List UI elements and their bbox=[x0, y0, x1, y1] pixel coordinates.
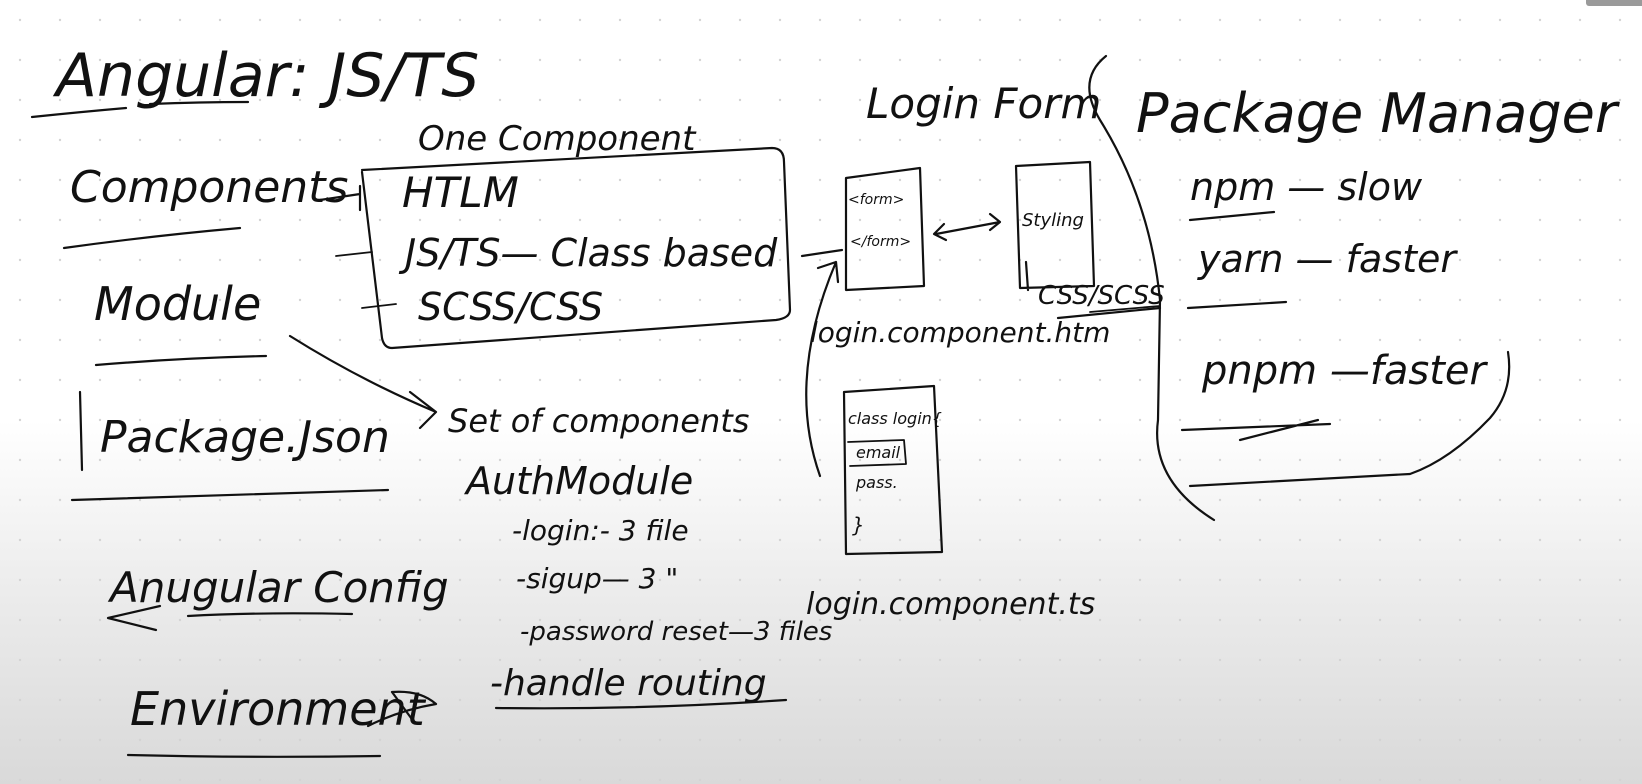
ts-file-close: } bbox=[852, 513, 865, 537]
package-manager-bracket bbox=[1088, 54, 1216, 522]
html-file-caption: login.component.htm bbox=[810, 316, 1110, 349]
module-underline bbox=[94, 354, 268, 367]
module-label: Module bbox=[94, 277, 261, 331]
module-item-password-reset: -password reset—3 files bbox=[520, 617, 832, 647]
camera-thumbnail bbox=[1586, 0, 1642, 6]
module-item-routing: -handle routing bbox=[490, 663, 767, 704]
module-item-login: -login:- 3 file bbox=[512, 514, 689, 547]
environment-mark bbox=[366, 690, 438, 728]
html-file-close-tag: </form> bbox=[850, 234, 911, 250]
html-styling-link-arrow bbox=[932, 212, 1002, 242]
component-item-js: JS/TS— Class based bbox=[398, 231, 778, 275]
email-box bbox=[847, 439, 907, 467]
tick-2 bbox=[361, 303, 397, 309]
component-item-html: HTLM bbox=[402, 168, 519, 217]
html-file-open-tag: <form> bbox=[848, 192, 904, 208]
one-component-heading: One Component bbox=[418, 119, 697, 159]
package-manager-left-link bbox=[1056, 306, 1162, 320]
yarn-underline bbox=[1186, 300, 1288, 310]
tick-1 bbox=[335, 251, 373, 257]
module-item-signup: -sigup— 3 " bbox=[516, 562, 678, 595]
component-item-css: SCSS/CSS bbox=[418, 285, 603, 329]
styling-file-box bbox=[1014, 160, 1096, 292]
package-manager-title: Package Manager bbox=[1136, 82, 1620, 145]
title-text: Angular: JS/TS bbox=[52, 41, 479, 111]
npm-underline bbox=[1188, 210, 1276, 222]
html-file-box bbox=[844, 166, 926, 292]
package-manager-closing-curve bbox=[1188, 350, 1511, 488]
component-to-login-arrow bbox=[800, 248, 844, 258]
environment-label: Environment bbox=[130, 682, 427, 736]
auth-module-text: AuthModule bbox=[463, 459, 693, 503]
ts-file-caption: login.component.ts bbox=[806, 587, 1095, 622]
angular-config-label: Anugular Config bbox=[107, 563, 449, 612]
styling-file-label: Styling bbox=[1022, 210, 1084, 231]
ts-file-class: class login{ bbox=[848, 409, 942, 428]
yarn-item: yarn — faster bbox=[1197, 237, 1458, 281]
login-form-title: Login Form bbox=[866, 79, 1101, 128]
package-json-bracket bbox=[70, 390, 390, 502]
ts-file-email: email bbox=[856, 443, 901, 462]
components-connector bbox=[318, 184, 362, 212]
package-json-label: Package.Json bbox=[100, 412, 390, 463]
dot-grid bbox=[18, 18, 1622, 782]
angular-config-arrow bbox=[106, 604, 354, 632]
pnpm-underline bbox=[1180, 418, 1332, 442]
routing-underline bbox=[494, 698, 788, 710]
styling-caption: CSS/SCSS bbox=[1038, 281, 1165, 311]
pnpm-item: pnpm —faster bbox=[1201, 348, 1489, 394]
styling-caption-underline bbox=[1089, 305, 1161, 313]
one-component-box bbox=[360, 146, 792, 350]
set-of-components-text: Set of components bbox=[448, 402, 749, 440]
ts-file-box bbox=[842, 384, 944, 556]
npm-item: npm — slow bbox=[1190, 165, 1423, 209]
module-arrow bbox=[288, 334, 438, 430]
environment-underline bbox=[126, 753, 382, 758]
components-underline bbox=[62, 226, 242, 250]
components-label: Components bbox=[70, 162, 348, 213]
ts-to-html-arrow bbox=[805, 260, 840, 478]
ts-file-pass: pass. bbox=[855, 473, 898, 492]
title-underline bbox=[30, 100, 250, 119]
